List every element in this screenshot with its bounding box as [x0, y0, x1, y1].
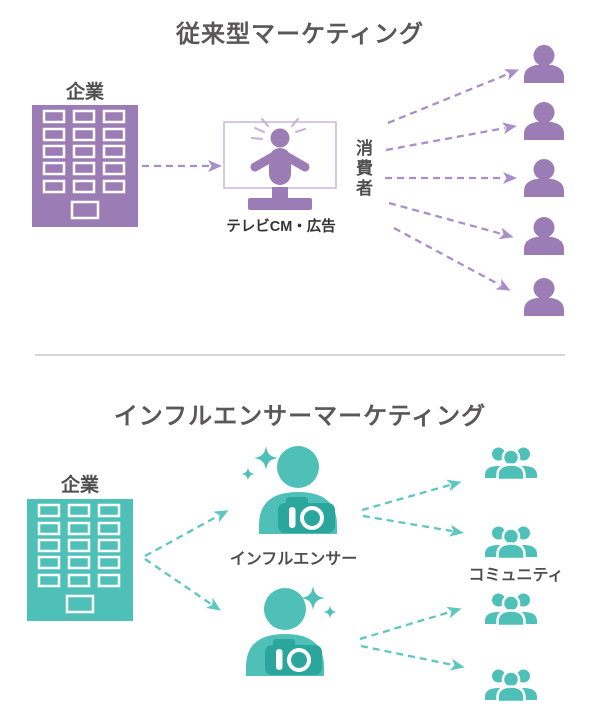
tv-ad-icon: [223, 117, 337, 210]
person-icon: [524, 217, 564, 255]
sparkle-icon: [323, 605, 337, 619]
tv-to-consumers-arrows: [385, 69, 520, 291]
traditional-section-title: 従来型マーケティング: [175, 21, 425, 48]
people-group-icon: [483, 525, 539, 561]
community-label: コミュニティ: [468, 567, 564, 584]
people-group-icon: [483, 592, 539, 628]
person-icon: [524, 159, 564, 197]
company-building-icon: [30, 103, 140, 229]
consumers-label: 消費者: [353, 139, 372, 199]
influencers-to-communities-arrows: [359, 479, 465, 671]
company-label: 企業: [65, 82, 104, 103]
person-icon: [524, 278, 564, 316]
person-icon: [524, 102, 564, 140]
tv-cm-ad-label: テレビCM・広告: [226, 219, 336, 235]
consumer-icons: [524, 45, 564, 316]
sparkle-icon: [254, 446, 278, 470]
people-group-icon: [483, 446, 539, 482]
broadcast-rays-icon: [250, 117, 307, 141]
sparkle-icon: [241, 467, 255, 481]
company-label: 企業: [60, 475, 99, 496]
company-building-icon: [25, 497, 135, 623]
people-group-icon: [483, 668, 539, 704]
company-to-influencers-arrows: [144, 510, 229, 611]
influencer-label: インフルエンサー: [229, 551, 358, 568]
influencer-section-title: インフルエンサーマーケティング: [113, 403, 487, 430]
person-icon: [524, 45, 564, 83]
